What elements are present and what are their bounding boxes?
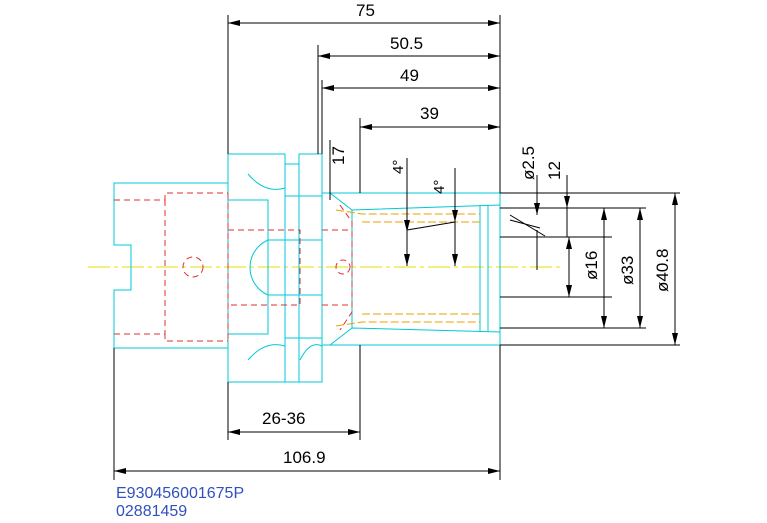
dim-phi-2-5-label: ø2.5 <box>519 146 538 180</box>
dim-phi-40-8-label: ø40.8 <box>653 249 672 292</box>
taper-angle-label-1: 4° <box>390 160 407 174</box>
dim-17-label: 17 <box>329 146 348 165</box>
dim-12-label: 12 <box>545 161 564 180</box>
dimension-lines <box>113 15 680 480</box>
part-number: E930456001675P <box>116 485 245 502</box>
dim-26-36-label: 26-36 <box>262 409 305 428</box>
dim-106-9-label: 106.9 <box>283 448 326 467</box>
dim-phi-16-label: ø16 <box>582 251 601 280</box>
item-code: 02881459 <box>116 503 188 520</box>
collet-lines <box>335 209 480 327</box>
arrowheads <box>114 20 678 474</box>
taper-angle-label-2: 4° <box>431 180 448 194</box>
hidden-lines <box>114 192 353 342</box>
dim-phi-33-label: ø33 <box>618 256 637 285</box>
dim-75-label: 75 <box>356 1 375 20</box>
dim-50-5-label: 50.5 <box>390 34 423 53</box>
dim-49-label: 49 <box>400 66 419 85</box>
dim-39-label: 39 <box>420 104 439 123</box>
